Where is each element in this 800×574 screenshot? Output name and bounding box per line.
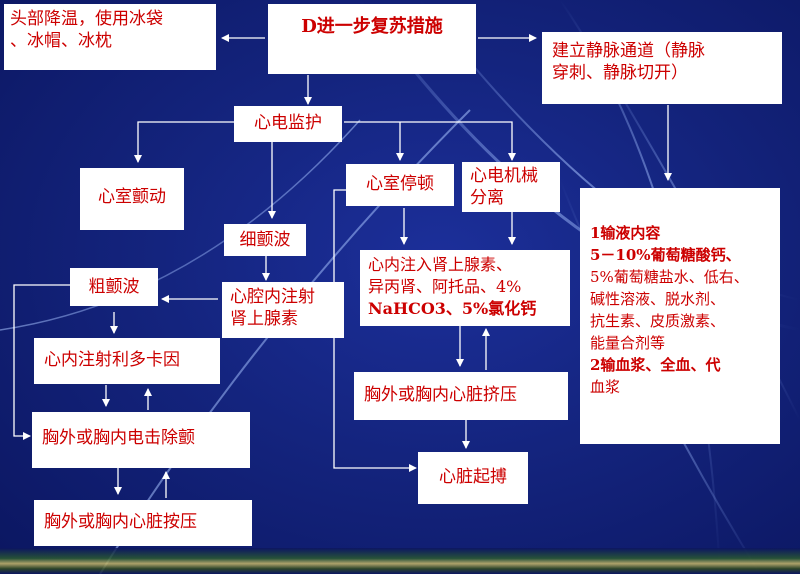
node-text: 分离	[470, 188, 504, 208]
node-iv-access: 建立静脉通道（静脉 穿刺、静脉切开）	[542, 32, 782, 104]
node-text: 5－10%葡萄糖酸钙、	[590, 246, 741, 264]
node-text: 头部降温，使用冰袋	[10, 9, 163, 29]
node-cardiac-pacing: 心脏起搏	[418, 452, 528, 504]
node-text: 1输液内容	[590, 224, 661, 242]
node-text: 胸外或胸内心脏挤压	[364, 385, 517, 405]
node-text: 能量合剂等	[590, 334, 666, 352]
node-text: 心腔内注射	[230, 287, 315, 307]
node-text: 心脏起搏	[439, 467, 507, 487]
node-text: 穿刺、静脉切开）	[552, 63, 688, 83]
node-text: 肾上腺素	[230, 309, 298, 329]
node-ecg-monitoring: 心电监护	[234, 106, 342, 142]
page-title: D进一步复苏措施	[301, 16, 443, 37]
node-text: 抗生素、皮质激素、	[590, 312, 726, 330]
node-text: 细颤波	[239, 230, 291, 250]
node-text: 心室停顿	[366, 174, 434, 194]
node-ventricular-fibrillation: 心室颤动	[80, 168, 184, 230]
node-text: 心室颤动	[98, 187, 166, 207]
node-infusion-content: 1输液内容 5－10%葡萄糖酸钙、 5%葡萄糖盐水、低右、 碱性溶液、脱水剂、 …	[580, 188, 780, 444]
node-intracardiac-lidocaine: 心内注射利多卡因	[34, 338, 220, 384]
node-text: 胸外或胸内电击除颤	[42, 428, 195, 448]
node-text: 异丙肾、阿托品、4%	[368, 277, 522, 296]
node-cardiac-compression: 胸外或胸内心脏挤压	[354, 372, 568, 420]
node-text: 心内注入肾上腺素、	[368, 255, 513, 274]
node-head-cooling: 头部降温，使用冰袋 、冰帽、冰枕	[4, 4, 216, 70]
node-defibrillation: 胸外或胸内电击除颤	[32, 412, 250, 468]
node-intracardiac-epinephrine: 心腔内注射 肾上腺素	[222, 282, 344, 338]
node-text: 2输血浆、全血、代	[590, 356, 721, 374]
node-fine-fibrillation: 细颤波	[224, 224, 306, 256]
node-text: NaHCO3、5%氯化钙	[368, 299, 537, 318]
node-text: 建立静脉通道（静脉	[552, 41, 705, 61]
node-text: 胸外或胸内心脏按压	[44, 512, 197, 532]
decorative-footer-band	[0, 548, 800, 574]
node-text: 血浆	[590, 378, 621, 396]
node-text: 碱性溶液、脱水剂、	[590, 290, 726, 308]
node-electromechanical-dissociation: 心电机械 分离	[462, 162, 560, 212]
node-text: 心电监护	[254, 113, 322, 133]
node-asystole: 心室停顿	[346, 164, 454, 206]
node-text: 5%葡萄糖盐水、低右、	[590, 268, 749, 286]
node-coarse-fibrillation: 粗颤波	[70, 268, 158, 306]
node-text: 心内注射利多卡因	[44, 350, 180, 370]
node-drug-injection: 心内注入肾上腺素、 异丙肾、阿托品、4% NaHCO3、5%氯化钙	[360, 250, 570, 326]
node-text: 粗颤波	[88, 277, 140, 297]
node-text: 心电机械	[470, 166, 538, 186]
node-text: 、冰帽、冰枕	[10, 31, 112, 51]
node-cardiac-massage: 胸外或胸内心脏按压	[34, 500, 252, 546]
node-title-advanced-resuscitation: D进一步复苏措施	[268, 4, 476, 74]
